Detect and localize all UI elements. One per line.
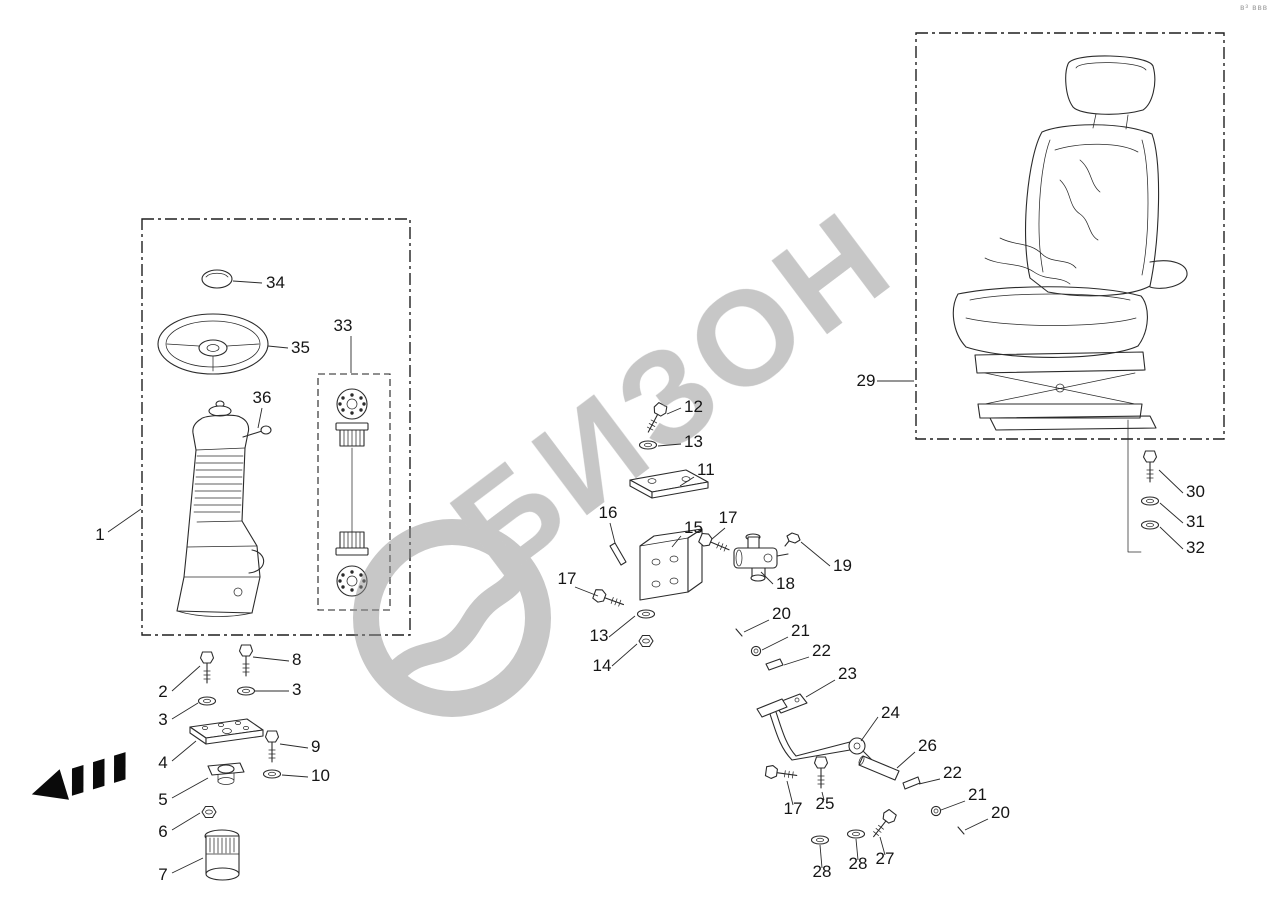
bolt-drawing xyxy=(591,587,627,612)
callout-34: 34 xyxy=(266,273,285,292)
steering-column-drawing xyxy=(176,400,272,617)
callout-17-a: 17 xyxy=(719,508,738,527)
plate-drawing xyxy=(629,469,709,499)
bolt-drawing xyxy=(764,764,799,783)
callout-9: 9 xyxy=(311,737,320,756)
callout-28-a: 28 xyxy=(813,862,832,881)
callout-16: 16 xyxy=(599,503,618,522)
bolt-drawing xyxy=(238,644,254,677)
watermark-logo-swoosh xyxy=(385,555,533,683)
callout-22-b: 22 xyxy=(943,763,962,782)
callout-30: 30 xyxy=(1186,482,1205,501)
callout-1: 1 xyxy=(95,525,104,544)
callout-7: 7 xyxy=(158,865,167,884)
leader-lines xyxy=(107,280,1184,874)
bolt-drawing xyxy=(697,531,733,557)
filter-drawing xyxy=(204,829,240,881)
callout-10: 10 xyxy=(311,766,330,785)
valve-mount-hardware-group xyxy=(189,644,282,881)
callout-21-b: 21 xyxy=(968,785,987,804)
callout-24: 24 xyxy=(881,703,900,722)
callout-28-b: 28 xyxy=(849,854,868,873)
callout-13-b: 13 xyxy=(590,626,609,645)
callout-20-a: 20 xyxy=(772,604,791,623)
seat-drawing xyxy=(952,55,1188,431)
pedal-lever-drawing xyxy=(756,698,873,761)
callout-8: 8 xyxy=(292,650,301,669)
callout-35: 35 xyxy=(291,338,310,357)
callout-2: 2 xyxy=(158,682,167,701)
seat-hardware-group xyxy=(1140,450,1160,530)
callout-26: 26 xyxy=(918,736,937,755)
callout-18: 18 xyxy=(776,574,795,593)
callout-3-a: 3 xyxy=(158,710,167,729)
callout-15: 15 xyxy=(684,518,703,537)
steering-wheel-drawing xyxy=(157,313,269,375)
coupling-drawing xyxy=(207,762,245,785)
callout-21-a: 21 xyxy=(791,621,810,640)
callout-23: 23 xyxy=(838,664,857,683)
nut-drawing xyxy=(201,805,217,819)
mount-plate-drawing xyxy=(189,718,264,745)
callout-29: 29 xyxy=(857,371,876,390)
valve-drawing xyxy=(733,533,789,582)
bolt-drawing xyxy=(264,730,280,763)
washer-small-drawing xyxy=(930,805,942,817)
column-lever-knob xyxy=(260,425,272,435)
bolt-drawing xyxy=(199,651,215,684)
callout-5: 5 xyxy=(158,790,167,809)
callout-20-b: 20 xyxy=(991,803,1010,822)
callout-11: 11 xyxy=(697,460,715,479)
pin-small-drawing xyxy=(957,826,965,835)
washer-small-drawing xyxy=(750,645,762,657)
pin-small-drawing xyxy=(735,628,743,637)
control-valve-assembly-group xyxy=(591,401,965,845)
callout-33: 33 xyxy=(334,316,353,335)
washer-drawing xyxy=(846,829,866,839)
watermark-logo-icon xyxy=(353,519,551,717)
callout-25: 25 xyxy=(816,794,835,813)
washer-drawing xyxy=(1140,520,1160,530)
callout-19: 19 xyxy=(833,556,852,575)
pin-drawing xyxy=(902,776,921,790)
callout-12: 12 xyxy=(684,397,703,416)
seat-group xyxy=(915,32,1225,553)
corner-text: в³ ввв xyxy=(1240,3,1268,12)
callout-36: 36 xyxy=(253,388,272,407)
pin-drawing xyxy=(765,658,784,671)
callout-31: 31 xyxy=(1186,512,1205,531)
bolt-drawing xyxy=(1142,450,1158,483)
washer-drawing xyxy=(810,835,830,845)
direction-arrow-icon xyxy=(31,752,126,800)
callout-17-b: 17 xyxy=(558,569,577,588)
callout-17-c: 17 xyxy=(784,799,803,818)
steering-assembly-box xyxy=(141,218,411,636)
callout-6: 6 xyxy=(158,822,167,841)
plug-drawing xyxy=(784,532,801,547)
seat-box xyxy=(915,32,1225,440)
callout-32: 32 xyxy=(1186,538,1205,557)
seat-mount-line xyxy=(1127,419,1142,553)
washer-drawing xyxy=(197,696,217,706)
washer-drawing xyxy=(636,609,656,619)
horn-cap-drawing xyxy=(201,269,233,289)
callout-3-b: 3 xyxy=(292,680,301,699)
callout-22-a: 22 xyxy=(812,641,831,660)
washer-drawing xyxy=(1140,496,1160,506)
callouts: 34 35 36 33 1 12 13 11 16 15 17 19 18 17… xyxy=(95,273,1205,884)
bolt-drawing xyxy=(813,756,829,789)
pin-drawing xyxy=(609,542,627,566)
callout-14: 14 xyxy=(593,656,612,675)
callout-4: 4 xyxy=(158,753,167,772)
washer-drawing xyxy=(262,769,282,779)
washer-drawing xyxy=(236,686,256,696)
callout-27: 27 xyxy=(876,849,895,868)
link-rod-drawing xyxy=(858,755,900,781)
bolt-drawing xyxy=(867,807,899,842)
callout-13-a: 13 xyxy=(684,432,703,451)
bracket-drawing xyxy=(639,528,703,601)
nut-drawing xyxy=(638,634,654,648)
watermark: БИЗОН xyxy=(353,182,919,717)
